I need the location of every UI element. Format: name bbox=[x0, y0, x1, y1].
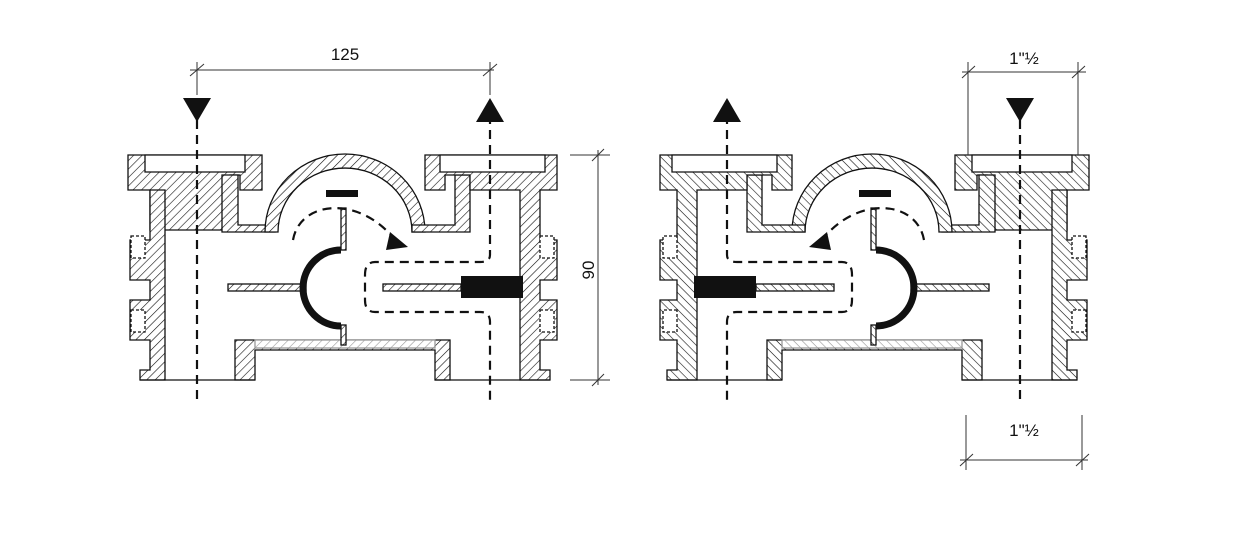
left-valve bbox=[128, 98, 557, 405]
dimension-port-bottom bbox=[959, 415, 1090, 470]
right-valve bbox=[660, 98, 1089, 405]
dimension-port-top-label: 1"½ bbox=[1009, 49, 1039, 68]
dimension-width bbox=[189, 62, 498, 95]
dimension-port-bottom-label: 1"½ bbox=[1009, 421, 1039, 440]
dimension-height bbox=[570, 148, 610, 387]
dimension-port-top bbox=[961, 62, 1086, 155]
dimension-width-label: 125 bbox=[331, 45, 359, 64]
dimension-height-label: 90 bbox=[579, 261, 598, 280]
